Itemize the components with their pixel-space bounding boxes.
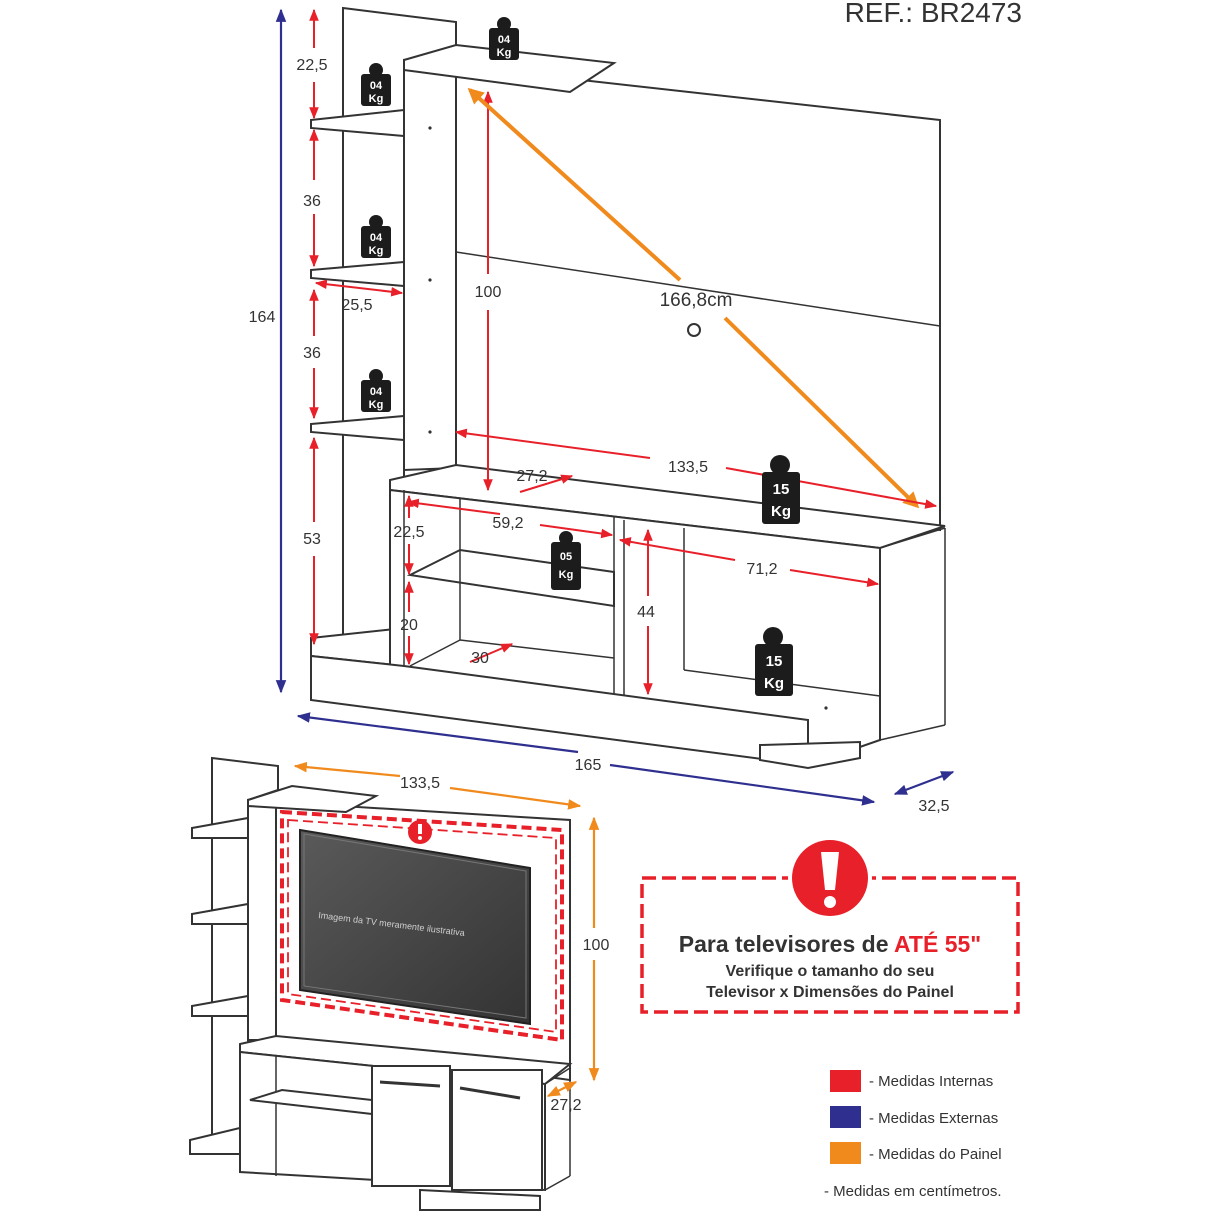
svg-text:- Medidas Externas: - Medidas Externas bbox=[869, 1110, 998, 1127]
label-door-height: 44 bbox=[637, 604, 655, 621]
label-niche-height: 22,5 bbox=[393, 524, 424, 541]
legend-swatch-external bbox=[830, 1106, 861, 1128]
svg-text:04: 04 bbox=[370, 80, 383, 92]
svg-text:15: 15 bbox=[766, 653, 783, 670]
top-dimension-labels: 164 22,5 36 25,5 36 53 100 166,8cm 133,5… bbox=[249, 57, 950, 815]
legend-item-external: - Medidas Externas bbox=[830, 1106, 998, 1128]
panel-warning-icon bbox=[408, 820, 432, 844]
weight-tag-niche: 05 Kg bbox=[551, 531, 581, 590]
warning-title: Para televisores de bbox=[679, 931, 894, 957]
legend-note: - Medidas em centímetros. bbox=[824, 1183, 1002, 1200]
label-shelf-gap-1: 36 bbox=[303, 193, 321, 210]
label-shelf-bottom-gap: 53 bbox=[303, 531, 321, 548]
legend-item-internal: - Medidas Internas bbox=[830, 1070, 993, 1092]
svg-text:Kg: Kg bbox=[771, 503, 791, 520]
label-panel-width: 133,5 bbox=[668, 459, 708, 476]
svg-text:Kg: Kg bbox=[369, 93, 384, 105]
label-bottom-rack-depth: 27,2 bbox=[550, 1097, 581, 1114]
warning-title-highlight: ATÉ 55" bbox=[894, 930, 981, 957]
svg-text:Kg: Kg bbox=[497, 47, 512, 59]
reference-code: REF.: BR2473 bbox=[845, 0, 1022, 28]
label-lower-niche-depth: 30 bbox=[471, 650, 489, 667]
warning-line-2: Televisor x Dimensões do Painel bbox=[706, 984, 954, 1001]
weight-tag-rack-bottom: 15 Kg bbox=[755, 627, 793, 696]
label-shelf-depth: 25,5 bbox=[341, 297, 372, 314]
svg-text:Para televisores de ATÉ 55": Para televisores de ATÉ 55" bbox=[679, 930, 981, 957]
label-panel-height: 100 bbox=[475, 284, 502, 301]
tv-illustration bbox=[299, 828, 531, 1026]
svg-text:04: 04 bbox=[498, 34, 511, 46]
label-bottom-panel-width: 133,5 bbox=[400, 775, 440, 792]
svg-text:Kg: Kg bbox=[369, 245, 384, 257]
label-total-depth: 32,5 bbox=[918, 798, 949, 815]
svg-text:Kg: Kg bbox=[764, 675, 784, 692]
svg-text:05: 05 bbox=[560, 551, 572, 563]
top-furniture-drawing bbox=[310, 6, 946, 770]
warning-exclamation-icon bbox=[788, 836, 872, 920]
label-shelf-gap-2: 36 bbox=[303, 345, 321, 362]
label-shelf-top-gap: 22,5 bbox=[296, 57, 327, 74]
svg-text:04: 04 bbox=[370, 386, 383, 398]
label-rack-depth: 27,2 bbox=[516, 468, 547, 485]
label-bottom-panel-height: 100 bbox=[583, 937, 610, 954]
bottom-furniture-drawing: Imagem da TV meramente ilustrativa bbox=[189, 756, 573, 1211]
svg-text:- Medidas do Painel: - Medidas do Painel bbox=[869, 1146, 1002, 1163]
label-right-width: 71,2 bbox=[746, 561, 777, 578]
svg-text:Kg: Kg bbox=[559, 569, 574, 581]
legend-swatch-internal bbox=[830, 1070, 861, 1092]
legend: - Medidas Internas - Medidas Externas - … bbox=[824, 1070, 1002, 1200]
weight-tag-shelf-1: 04 Kg bbox=[361, 63, 391, 106]
weight-tag-shelf-3: 04 Kg bbox=[361, 369, 391, 412]
bottom-dimension-lines bbox=[293, 761, 600, 1097]
weight-tag-rack-top: 15 Kg bbox=[762, 455, 800, 524]
weight-tag-top-shelf: 04 Kg bbox=[489, 17, 519, 60]
svg-text:- Medidas Internas: - Medidas Internas bbox=[869, 1073, 993, 1090]
weight-tag-shelf-2: 04 Kg bbox=[361, 215, 391, 258]
svg-text:15: 15 bbox=[773, 481, 790, 498]
svg-text:04: 04 bbox=[370, 232, 383, 244]
bottom-dimension-labels: 133,5 100 27,2 bbox=[400, 775, 609, 1114]
label-total-height: 164 bbox=[249, 309, 276, 326]
warning-line-1: Verifique o tamanho do seu bbox=[726, 963, 935, 980]
label-lower-niche-height: 20 bbox=[400, 617, 418, 634]
label-diagonal: 166,8cm bbox=[660, 290, 733, 311]
svg-text:Kg: Kg bbox=[369, 399, 384, 411]
tv-size-warning: Para televisores de ATÉ 55" Verifique o … bbox=[640, 836, 1020, 1014]
label-total-width: 165 bbox=[575, 757, 602, 774]
legend-item-panel: - Medidas do Painel bbox=[830, 1142, 1002, 1164]
legend-swatch-panel bbox=[830, 1142, 861, 1164]
label-niche-width: 59,2 bbox=[492, 515, 523, 532]
top-dimension-lines bbox=[275, 8, 955, 806]
